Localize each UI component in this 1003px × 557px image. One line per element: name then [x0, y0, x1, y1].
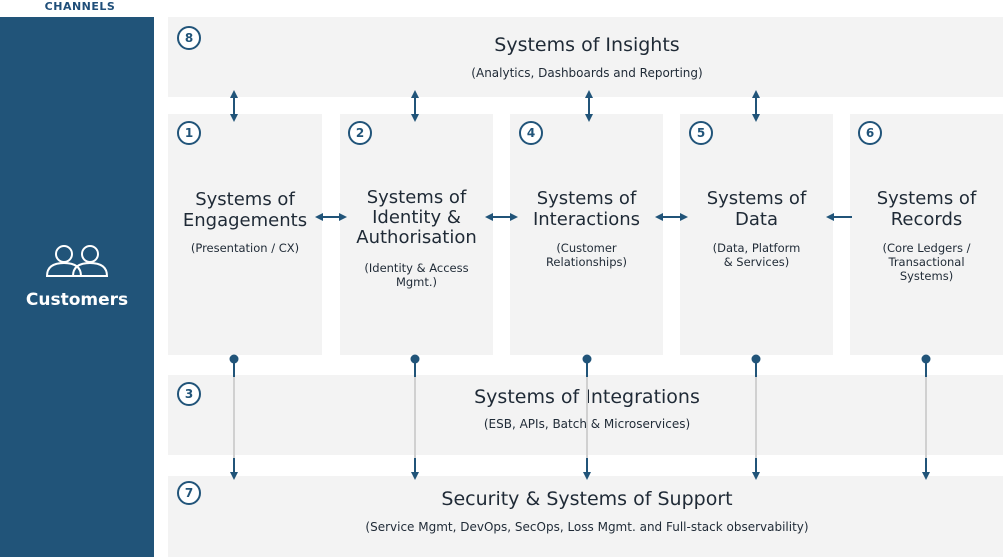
engagements-title-line: Engagements	[182, 210, 308, 231]
records-number-badge: 6	[858, 121, 882, 145]
support-number-badge: 7	[177, 481, 201, 505]
identity-title-line: Systems of	[366, 187, 467, 208]
support-box: 7 Security & Systems of Support (Service…	[168, 476, 1003, 557]
data-subtitle-line: & Services)	[723, 255, 790, 269]
engagements-title-line: Systems of	[195, 189, 295, 210]
interactions-number-badge: 4	[519, 121, 543, 145]
identity-title-line: Authorisation	[356, 227, 477, 248]
records-title-line: Records	[890, 209, 963, 230]
insights-box: 8 Systems of Insights (Analytics, Dashbo…	[168, 17, 1003, 97]
records-subtitle-line: (Core Ledgers /	[882, 241, 971, 255]
records-subtitle-line: Transactional	[888, 255, 965, 269]
records-box: 6 Systems of Records (Core Ledgers / Tra…	[850, 114, 1003, 355]
interactions-box: 4 Systems of Interactions (Customer Rela…	[510, 114, 663, 355]
insights-title: Systems of Insights	[494, 34, 680, 56]
interactions-title-line: Interactions	[532, 209, 641, 230]
customers-label: Customers	[25, 290, 129, 310]
identity-box: 2 Systems of Identity & Authorisation (I…	[340, 114, 493, 355]
connector-interactions	[582, 354, 592, 480]
records-subtitle-line: Systems)	[899, 269, 954, 283]
insights-subtitle: (Analytics, Dashboards and Reporting)	[471, 66, 703, 80]
engagements-box: 1 Systems of Engagements (Presentation /…	[168, 114, 322, 355]
identity-title-line: Identity &	[372, 207, 461, 228]
users-icon	[44, 244, 110, 282]
data-title-line: Data	[735, 209, 778, 230]
data-title-line: Systems of	[706, 188, 807, 209]
insights-number-badge: 8	[177, 26, 201, 50]
channels-label: CHANNELS	[44, 0, 116, 13]
interactions-title-line: Systems of	[536, 188, 637, 209]
data-box: 5 Systems of Data (Data, Platform & Serv…	[680, 114, 833, 355]
connector-identity	[410, 354, 420, 480]
connector-data	[751, 354, 761, 480]
identity-subtitle-line: (Identity & Access	[364, 261, 469, 275]
support-title: Security & Systems of Support	[441, 488, 733, 510]
interactions-subtitle-line: (Customer	[556, 241, 617, 255]
records-title-line: Systems of	[876, 188, 977, 209]
data-number-badge: 5	[689, 121, 713, 145]
data-subtitle-line: (Data, Platform	[712, 241, 801, 255]
integrations-number-badge: 3	[177, 382, 201, 406]
identity-subtitle-line: Mgmt.)	[395, 275, 438, 289]
support-subtitle: (Service Mgmt, DevOps, SecOps, Loss Mgmt…	[365, 520, 809, 534]
channels-panel	[0, 17, 154, 557]
engagements-subtitle: (Presentation / CX)	[190, 241, 300, 255]
interactions-subtitle-line: Relationships)	[545, 255, 628, 269]
engagements-number-badge: 1	[177, 121, 201, 145]
connector-records	[921, 354, 931, 480]
connector-engagements	[229, 354, 239, 480]
identity-number-badge: 2	[348, 121, 372, 145]
